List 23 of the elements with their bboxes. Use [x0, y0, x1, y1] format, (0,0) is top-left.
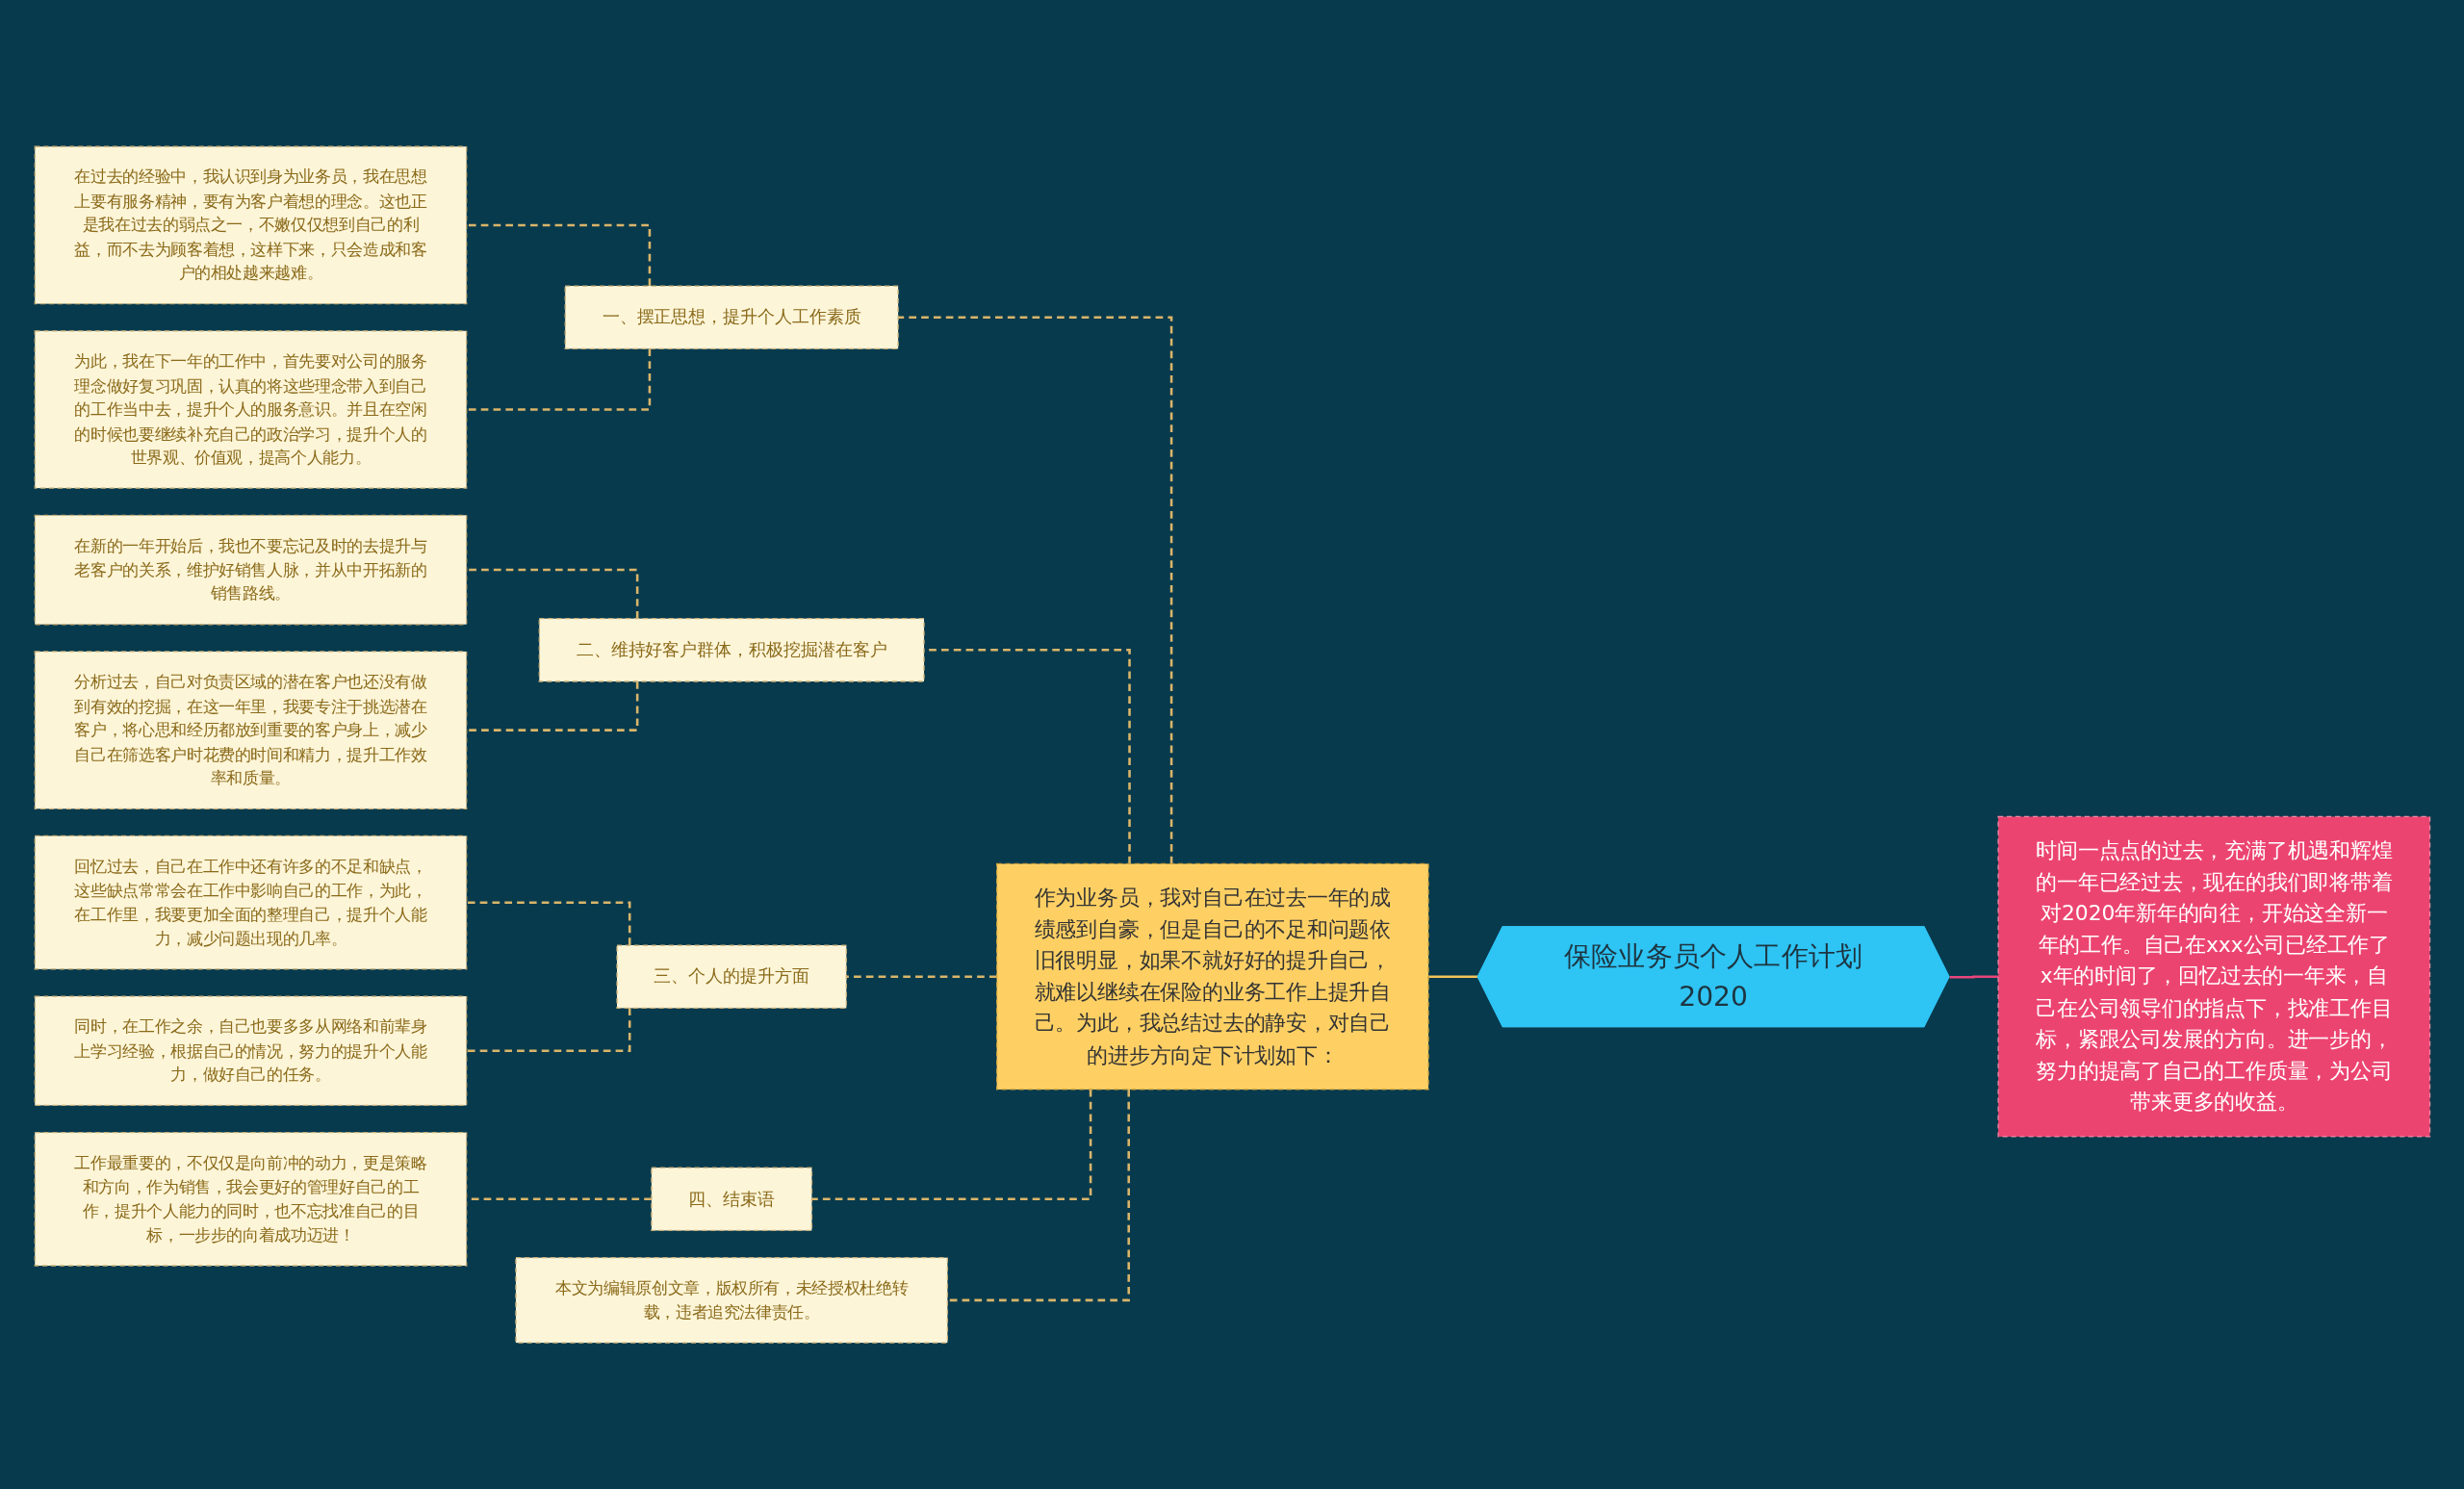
node-box: 二、维持好客户群体，积极挖掘潜在客户	[538, 617, 925, 682]
connector	[897, 316, 1172, 864]
connector	[811, 1089, 1091, 1200]
connector	[466, 348, 651, 411]
node-box: 一、摆正思想，提升个人工作素质	[564, 285, 899, 349]
connector	[466, 901, 631, 945]
connector	[466, 680, 638, 732]
connector	[466, 223, 651, 286]
node-box: 为此，我在下一年的工作中，首先要对公司的服务理念做好复习巩固，认真的将这些理念带入到自己的工作当中去，提升个人的服务意识。并且在空闲的时候也要继续补充自己的政治学习，提升个人的世界观、价值观，提高个人能力。	[34, 330, 467, 489]
node-box: 在新的一年开始后，我也不要忘记及时的去提升与老客户的关系，维护好销售人脉，并从中开拓新的销售路线。	[34, 514, 467, 626]
connector	[1427, 975, 1479, 979]
node-box: 时间一点点的过去，充满了机遇和辉煌的一年已经过去，现在的我们即将带着对2020年新年的向往，开始这全新一年的工作。自己在xxx公司已经工作了x年的时间了，回忆过去的一年来，自己在公司领导们的指点下，找准工作目标，紧跟公司发展的方向。进一步的，努力的提高了自己的工作质量，为公司带来更多的收益。	[1997, 815, 2430, 1138]
node-box: 回忆过去，自己在工作中还有许多的不足和缺点，这些缺点常常会在工作中影响自己的工作，为此，在工作里，我要更加全面的整理自己，提升个人能力，减少问题出现的几率。	[34, 834, 467, 970]
node-box: 分析过去，自己对负责区域的潜在客户也还没有做到有效的挖掘，在这一年里，我要专注于挑选潜在客户，将心思和经历都放到重要的客户身上，减少自己在筛选客户时花费的时间和精力，提升工作效率和质量。	[34, 651, 467, 809]
node-box: 四、结束语	[650, 1167, 812, 1231]
node-box: 本文为编辑原创文章，版权所有，未经授权杜绝转载，违者追究法律责任。	[514, 1256, 948, 1344]
node-box: 工作最重要的，不仅仅是向前冲的动力，更是策略和方向，作为销售，我会更好的管理好自己的工作，提升个人能力的同时，也不忘找准自己的目标，一步步的向着成功迈进！	[34, 1131, 467, 1267]
node-box: 三、个人的提升方面	[615, 944, 847, 1009]
connector	[466, 1008, 631, 1052]
node-box: 同时，在工作之余，自己也要多多从网络和前辈身上学习经验，根据自己的情况，努力的提升个人能力，做好自己的任务。	[34, 995, 467, 1106]
connector	[466, 568, 638, 619]
node-box: 在过去的经验中，我认识到身为业务员，我在思想上要有服务精神，要有为客户着想的理念。这也正是我在过去的弱点之一，不嫩仅仅想到自己的利益，而不去为顾客着想，这样下来，只会造成和客户的相处越来越难。	[34, 145, 467, 305]
node-box: 作为业务员，我对自己在过去一年的成绩感到自豪，但是自己的不足和问题依旧很明显，如果不就好好的提升自己，就难以继续在保险的业务工作上提升自己。为此，我总结过去的静安，对自己的进步方向定下计划如下：	[995, 862, 1429, 1091]
